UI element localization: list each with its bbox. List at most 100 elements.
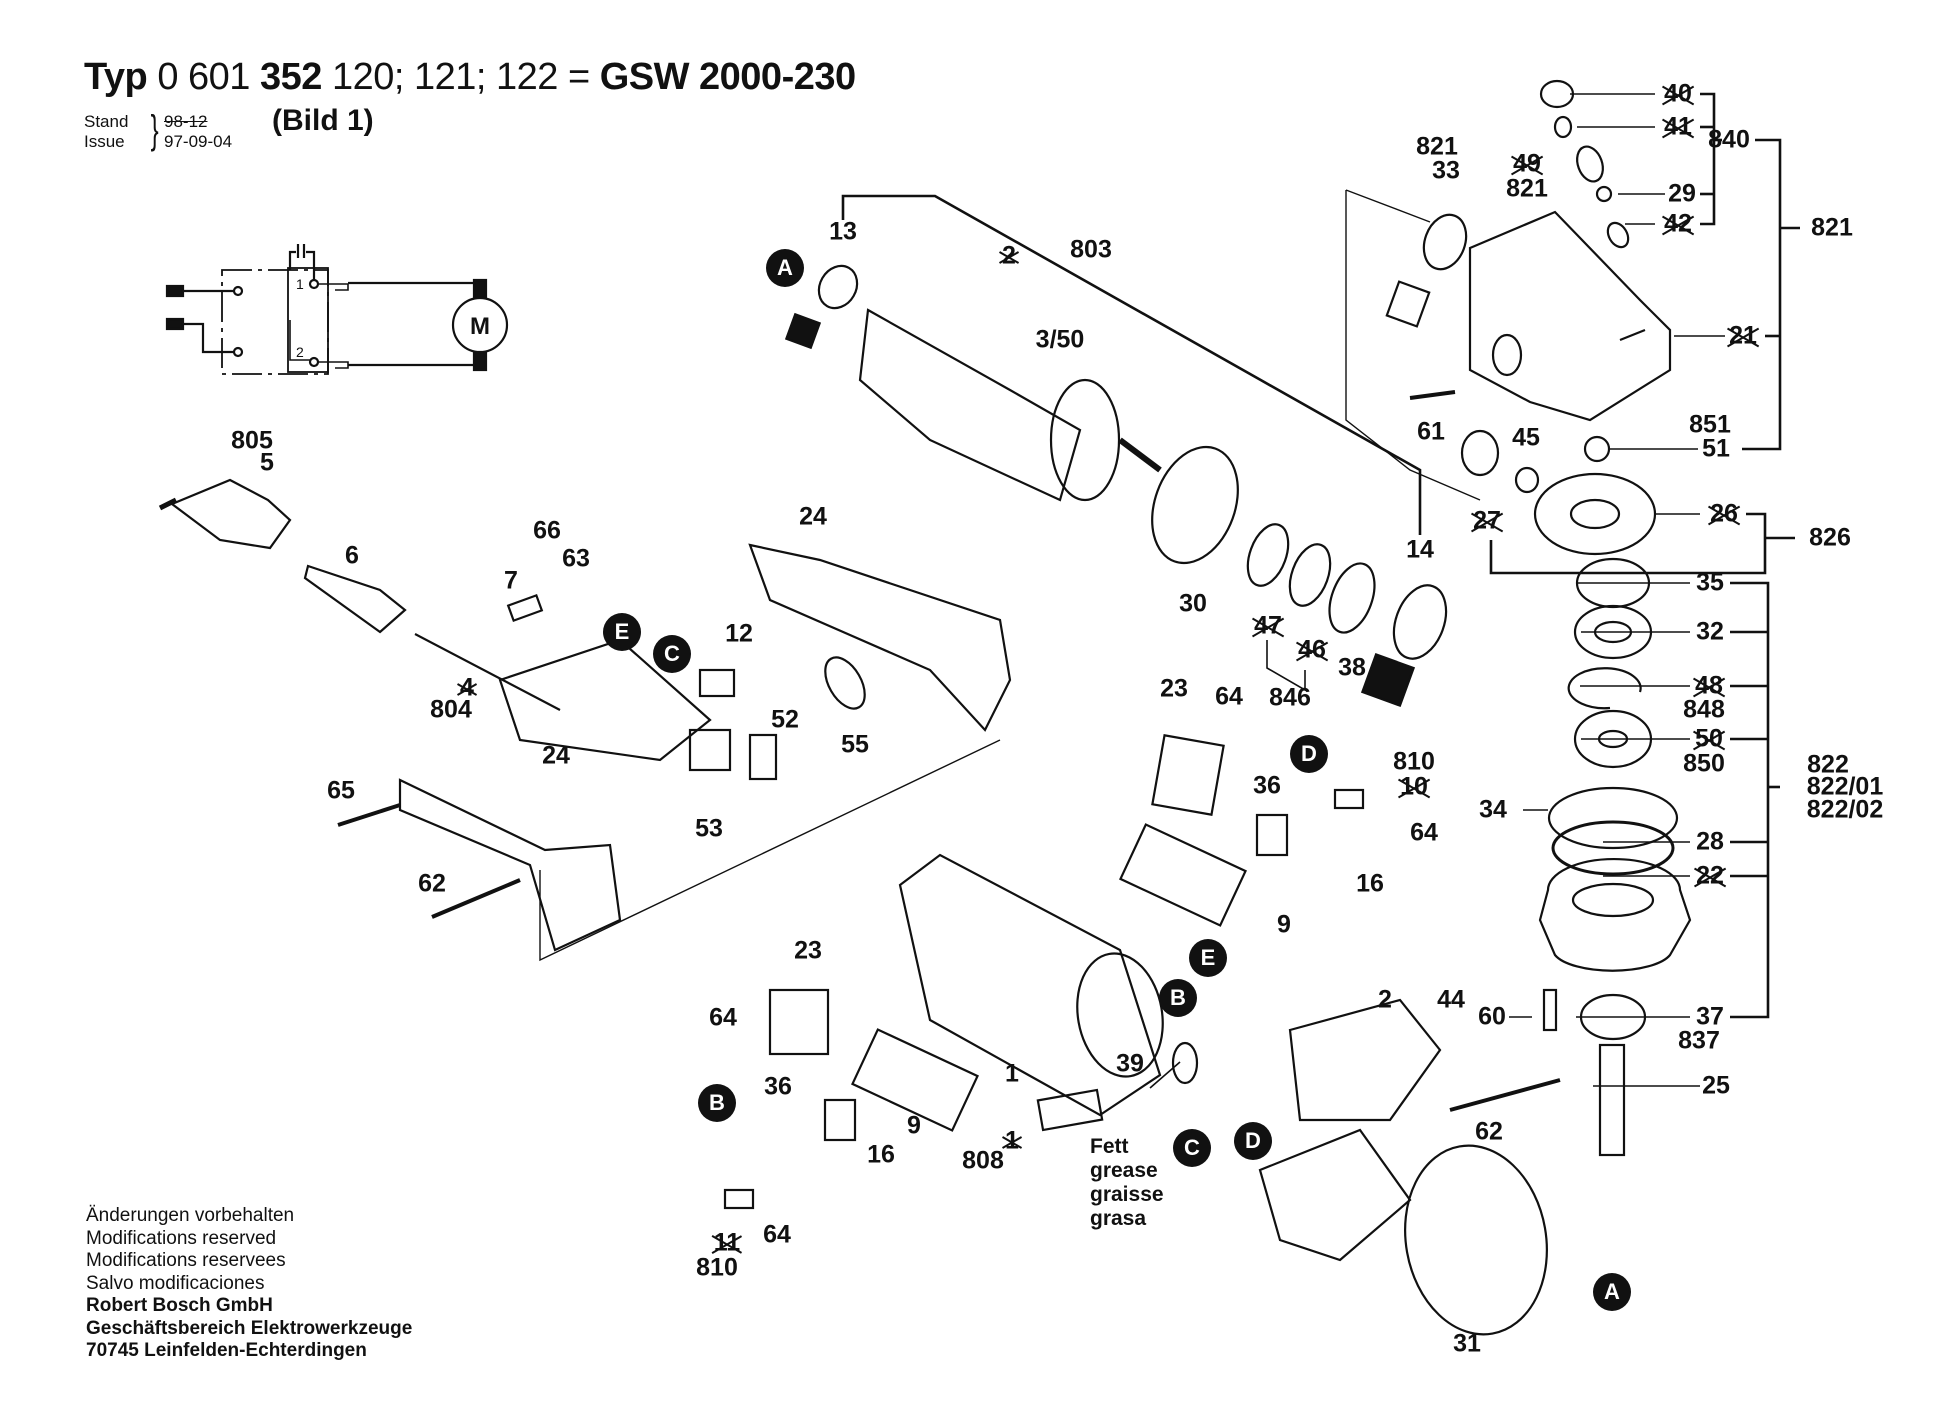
part-label: 13 — [829, 217, 857, 246]
bracket-826 — [1489, 512, 1767, 575]
part-1-motor-housing — [898, 853, 1162, 1117]
part-26-gear — [1533, 472, 1657, 556]
part-65-screw — [337, 803, 401, 827]
leader-lines — [1509, 93, 1725, 1087]
part-label-discontinued: 11 — [713, 1228, 741, 1257]
part-9-label — [1119, 823, 1247, 927]
part-label: 803 — [1070, 235, 1112, 264]
note-en: Modifications reserved — [86, 1227, 277, 1249]
part-label: 36 — [764, 1072, 792, 1101]
part-23-brush-cover-lower — [768, 988, 830, 1056]
motor-symbol — [451, 296, 509, 354]
part-label: 55 — [841, 730, 869, 759]
part-label: 38 — [1338, 653, 1366, 682]
part-label: 851 — [1689, 410, 1731, 439]
part-27-pinion — [1460, 429, 1500, 477]
part-55-slider — [824, 656, 866, 710]
part-label-discontinued: 26 — [1710, 499, 1738, 528]
part-21-gear-housing — [1468, 210, 1672, 422]
bracket-840 — [1700, 92, 1716, 226]
reference-marker-d: D — [1290, 735, 1328, 773]
part-22-flange — [1538, 858, 1692, 972]
part-810-brush-lower — [723, 1188, 755, 1210]
part-label: 3/50 — [1035, 325, 1085, 354]
part-label: 63 — [562, 544, 590, 573]
type-number-prefix: 0 601 — [157, 56, 250, 98]
bearing-icon — [784, 312, 822, 350]
part-label: 5 — [260, 448, 274, 477]
part-48-circlip — [1567, 667, 1642, 710]
note-fr: Modifications reservees — [86, 1250, 286, 1271]
part-47-circlip — [1246, 523, 1290, 587]
part-label-discontinued: 21 — [1729, 321, 1757, 350]
part-62-screw-lower — [1449, 1078, 1561, 1112]
part-label: 822 — [1807, 750, 1849, 779]
part-label: 24 — [542, 741, 570, 770]
part-37-bearing — [1579, 993, 1647, 1041]
part-label: 53 — [695, 814, 723, 843]
part-label: 62 — [1475, 1117, 1503, 1146]
reference-marker-a: A — [766, 249, 804, 287]
part-label: 810 — [696, 1253, 738, 1282]
armature-shaft — [1118, 437, 1162, 473]
wiring-schematic — [165, 244, 509, 375]
part-label: 28 — [1696, 827, 1724, 856]
terminal-1-contact — [308, 278, 320, 290]
part-29-ring — [1595, 185, 1613, 203]
type-variants: 120; 121; 122 — [331, 56, 558, 98]
motor-wire-1 — [348, 281, 482, 300]
part-14-bearing — [1392, 584, 1448, 660]
field-coil-lower — [1258, 1128, 1412, 1262]
capacitor-lead — [288, 250, 296, 270]
part-label: 850 — [1683, 749, 1725, 778]
part-46-washer — [1288, 543, 1332, 607]
part-label: 52 — [771, 705, 799, 734]
cord-switch-assembly — [158, 478, 1012, 962]
note-es: Salvo modificaciones — [86, 1272, 265, 1294]
part-label: 60 — [1478, 1002, 1506, 1031]
part-label-discontinued: 49 — [1513, 149, 1541, 178]
part-53-switch-block — [688, 728, 732, 772]
motor-label: M — [470, 313, 490, 340]
part-33-sleeve — [1385, 280, 1431, 328]
reference-marker-a: A — [1593, 1273, 1631, 1311]
part-label: 24 — [799, 502, 827, 531]
housing-vent — [1491, 333, 1523, 377]
part-label: 16 — [1356, 869, 1384, 898]
part-label: 64 — [709, 1003, 737, 1032]
motor-wire-2 — [348, 350, 482, 367]
reference-marker-c: C — [1173, 1129, 1211, 1167]
part-2-field — [1288, 998, 1442, 1122]
part-9-label-lower — [851, 1028, 979, 1132]
company-division: Geschäftsbereich Elektrowerkzeuge — [86, 1317, 413, 1339]
part-label: 37 — [1696, 1002, 1724, 1031]
part-label: 826 — [1809, 523, 1851, 552]
company-address: 70745 Leinfelden-Echterdingen — [86, 1340, 367, 1361]
part-label: 821 — [1506, 174, 1548, 203]
stand-old-date: 98-12 — [164, 112, 208, 131]
armature-assembly — [784, 264, 1448, 708]
switch-inner-box — [287, 267, 329, 373]
part-label: 14 — [1406, 535, 1434, 564]
part-label: 6 — [345, 541, 359, 570]
bracket-803 — [841, 194, 1422, 535]
issue-date: 97-09-04 — [164, 132, 233, 151]
part-label: 51 — [1702, 434, 1730, 463]
part-label-discontinued: 50 — [1695, 724, 1723, 753]
issue-label: Issue — [84, 132, 125, 151]
part-62-screw — [431, 878, 521, 919]
part-label: 62 — [418, 869, 446, 898]
part-23-brush-cover — [1151, 734, 1225, 816]
part-label: 35 — [1696, 568, 1724, 597]
part-label: 64 — [763, 1220, 791, 1249]
part-label: 9 — [1277, 910, 1291, 939]
part-label: 821 — [1416, 132, 1458, 161]
part-24-housing-half — [748, 543, 1012, 732]
part-label-discontinued: 27 — [1473, 506, 1501, 535]
part-13-bearing — [817, 264, 859, 310]
part-label: 808 — [962, 1146, 1004, 1175]
part-31-ring — [1404, 1144, 1548, 1336]
part-label: 23 — [1160, 674, 1188, 703]
part-39-fan — [1171, 1041, 1199, 1085]
part-label-discontinued: 47 — [1254, 611, 1282, 640]
